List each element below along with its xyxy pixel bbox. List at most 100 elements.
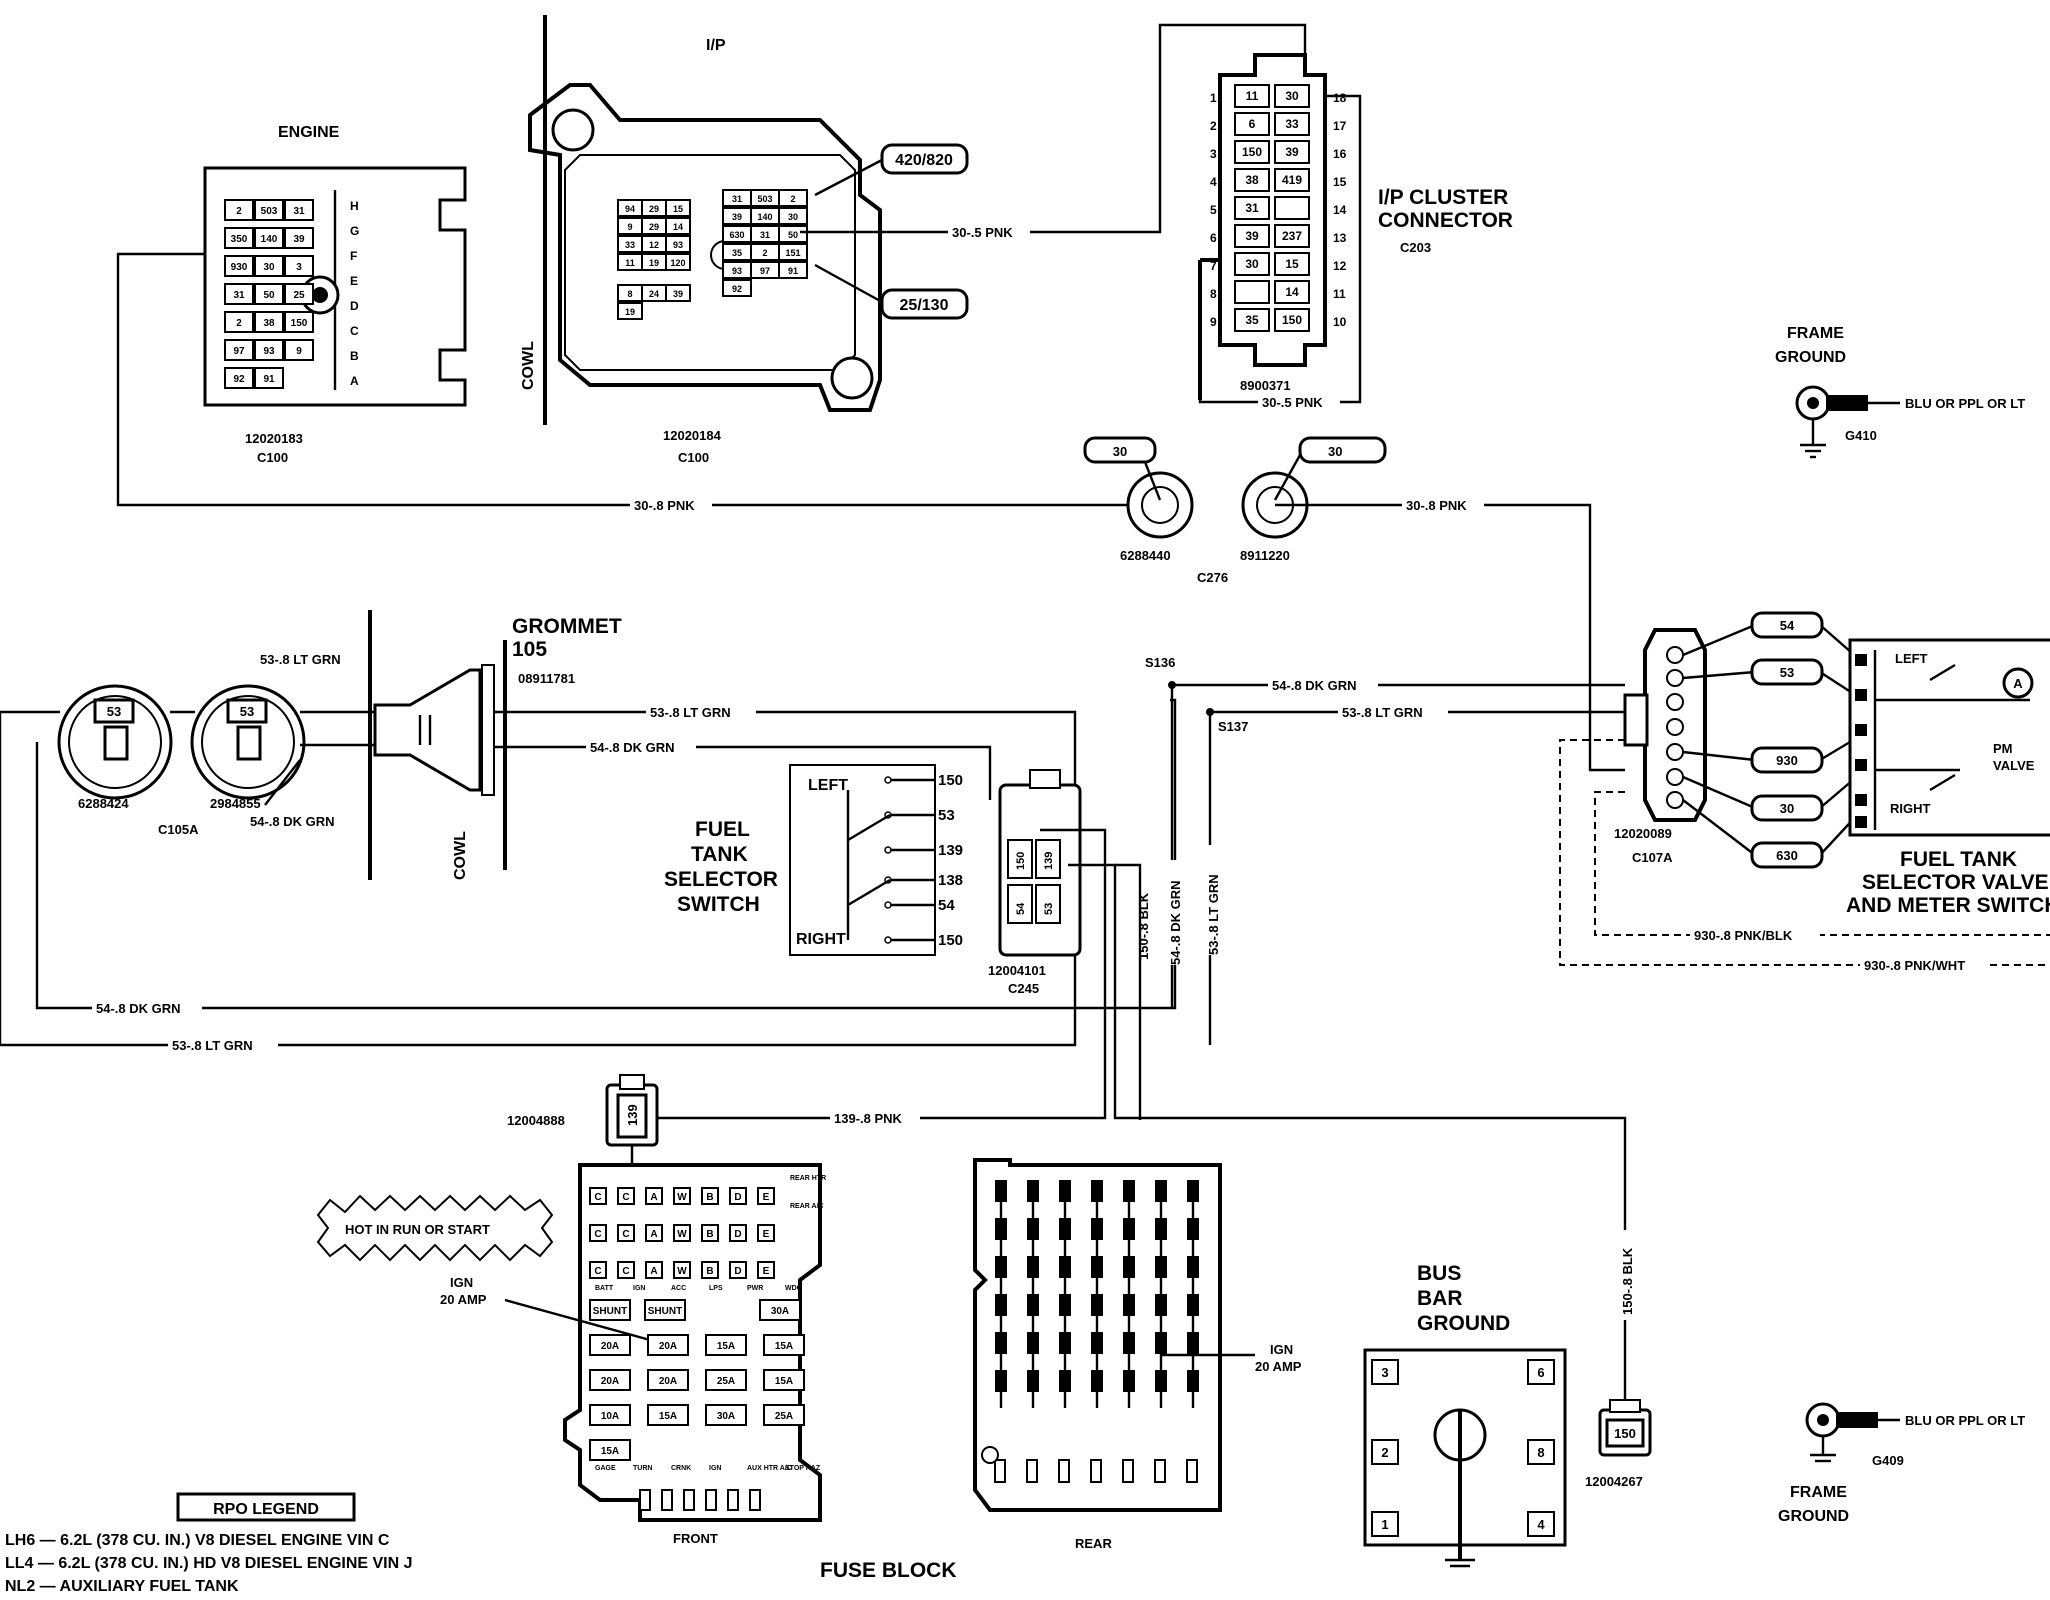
c276-pin-left: 30 [1113, 444, 1127, 459]
bus-bar-title-1: BUS [1417, 1262, 1461, 1285]
bus-term-box-0 [1371, 1359, 1399, 1385]
c107a-callout-1: 53 [1780, 665, 1794, 680]
c107a-id: C107A [1632, 850, 1673, 865]
rear-fuse-2-0 [1059, 1180, 1071, 1202]
ip-right-cell-5: 30 [788, 212, 798, 222]
wire-930-pnk-blk-path [1594, 791, 2050, 936]
ip-callout-top: 420/820 [895, 152, 953, 169]
c107a-callout-box-2 [1750, 746, 1824, 774]
front-slot-letter-0-0: C [594, 1192, 601, 1203]
rear-bottom-slot-5 [1154, 1459, 1166, 1483]
front-fuse-1-box [644, 1299, 686, 1321]
rear-fuse-0-3 [995, 1294, 1007, 1316]
wire-930-pnk-blk: 930-.8 PNK/BLK [1694, 928, 1793, 943]
front-slot-1-2 [645, 1224, 663, 1242]
ip-right-cell-1: 503 [757, 194, 772, 204]
valve-switch-1 [1929, 663, 1956, 682]
cowl-label-top: COWL [520, 341, 537, 390]
ip-right-cell-15-box [722, 279, 752, 297]
wire-54-dk-grn-a: 54-.8 DK GRN [590, 740, 675, 755]
ip-left-cell-14-box [665, 284, 691, 302]
front-slot-letter-1-6: E [763, 1229, 770, 1240]
ip-left-cell-11: 120 [670, 258, 685, 268]
engine-cell-16: 93 [263, 346, 275, 357]
valve-pin-0 [1855, 654, 1867, 666]
c276-part-left: 6288440 [1120, 548, 1171, 563]
engine-cell-6-box [224, 255, 254, 277]
g409-wire: BLU OR PPL OR LT [1905, 1413, 2025, 1428]
front-slot-2-6 [757, 1261, 775, 1279]
wire-53-lt-grn-b-path [0, 710, 1077, 1047]
ip-right-cell-8: 50 [788, 230, 798, 240]
front-fuse-5-box [705, 1334, 747, 1356]
front-bottom-slot-5 [749, 1489, 761, 1511]
c107a-pin-5 [1666, 768, 1684, 786]
ip-left-cell-4: 29 [649, 222, 659, 232]
front-slot-2-5 [729, 1261, 747, 1279]
rear-bottom-slot-0 [994, 1459, 1006, 1483]
engine-cell-12-box [224, 311, 254, 333]
ip-left-cell-7: 12 [649, 240, 659, 250]
cluster-cell-9-box [1274, 196, 1310, 220]
cluster-cell-16: 35 [1245, 313, 1259, 327]
front-bottom-slot-0 [639, 1489, 651, 1511]
ip-left-cell-3: 9 [627, 222, 632, 232]
switch-title-2: TANK [691, 843, 748, 866]
cluster-cell-12: 30 [1245, 257, 1259, 271]
ip-left-cell-15-box [617, 302, 643, 320]
engine-cell-16-box [254, 339, 284, 361]
cluster-left-num-5: 6 [1210, 231, 1217, 245]
rear-fuse-0-1 [995, 1218, 1007, 1240]
valve-left-label: LEFT [1895, 651, 1928, 666]
c107a-callout-2: 930 [1776, 753, 1798, 768]
engine-cell-9-box [224, 283, 254, 305]
fuse-front-label: FRONT [673, 1531, 718, 1546]
bus-bar-title-3: GROUND [1417, 1312, 1510, 1335]
front-fuse-8: 20A [659, 1376, 677, 1387]
front-slot-letter-1-2: A [650, 1229, 657, 1240]
valve-pin-1 [1855, 689, 1867, 701]
engine-cell-18: 92 [233, 374, 245, 385]
wire-30-5-pnk-b: 30-.5 PNK [1262, 395, 1323, 410]
ip-right-cell-9: 35 [732, 248, 742, 258]
front-slot-2-2 [645, 1261, 663, 1279]
c107a-callout-lead-2 [1682, 750, 1756, 762]
g409-id: G409 [1872, 1453, 1904, 1468]
engine-cell-11: 25 [293, 290, 305, 301]
wire-30-5-pnk-b-path [1198, 94, 1362, 404]
front-fuse-0: SHUNT [593, 1306, 627, 1317]
ip-cluster-id: C203 [1400, 240, 1431, 255]
rear-fuse-5-3 [1155, 1294, 1167, 1316]
front-fuse-8-box [647, 1369, 689, 1391]
cluster-cell-15-box [1274, 280, 1310, 304]
front-small-label-11: STOP HAZ [785, 1465, 821, 1472]
cluster-cell-11-box [1274, 224, 1310, 248]
cluster-cell-0: 11 [1246, 89, 1259, 103]
c276-part-right: 8911220 [1240, 548, 1290, 563]
engine-cell-15-box [224, 339, 254, 361]
c245-cell-box-0 [1007, 839, 1033, 879]
engine-cell-14: 150 [291, 318, 308, 329]
cluster-cell-5-box [1274, 140, 1310, 164]
c107a-callout-box-3 [1750, 794, 1824, 822]
valve-title-1: FUEL TANK [1900, 848, 2017, 871]
engine-cell-18-box [224, 367, 254, 389]
c107a-callout-0: 54 [1780, 618, 1795, 633]
front-fuse-6: 15A [775, 1341, 793, 1352]
front-slot-letter-2-2: A [650, 1266, 657, 1277]
rear-fuse-4-2 [1123, 1256, 1135, 1278]
front-slot-letter-0-2: A [650, 1192, 657, 1203]
rear-fuse-1-1 [1027, 1218, 1039, 1240]
ip-left-cell-13: 24 [649, 289, 659, 299]
rear-fuse-0-5 [995, 1370, 1007, 1392]
cluster-cell-17-box [1274, 308, 1310, 332]
cluster-cell-3: 33 [1285, 117, 1299, 131]
ip-conn-id: C100 [678, 450, 709, 465]
rear-fuse-4-1 [1123, 1218, 1135, 1240]
frame-ground-g410: FRAME GROUND BLU OR PPL OR LT G410 [1775, 325, 2025, 459]
front-fuse-10: 15A [775, 1376, 793, 1387]
cluster-left-num-7: 8 [1210, 287, 1217, 301]
rear-fuse-4-0 [1123, 1180, 1135, 1202]
ign-fuse-left-leader [504, 1298, 651, 1342]
engine-letter-0: H [350, 199, 359, 213]
